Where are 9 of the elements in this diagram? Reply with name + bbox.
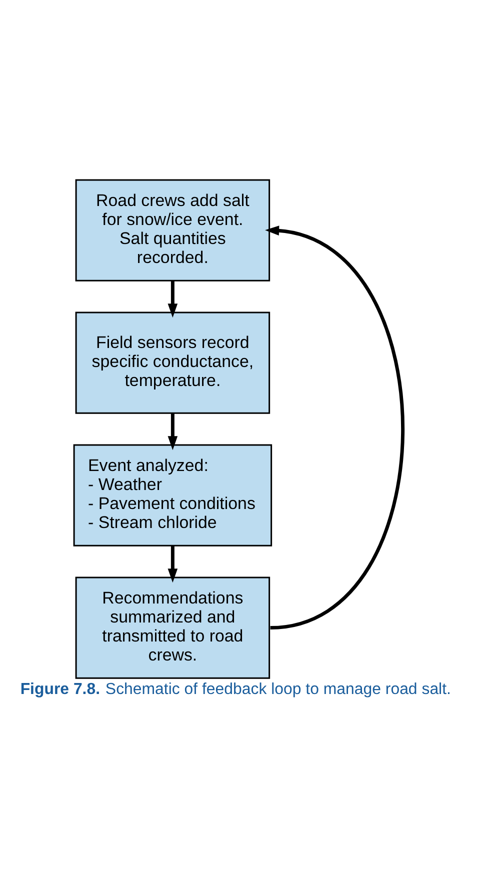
node-box: Road crews add salt for snow/ice event. Salt quantities recorded. xyxy=(75,179,270,282)
arrow xyxy=(168,413,178,450)
node-box: Field sensors record specific conductance, temperature. xyxy=(75,312,270,414)
arrow xyxy=(265,226,404,630)
caption: Figure 7.8. Schematic of feedback loop to manage road salt. xyxy=(20,680,451,698)
arrow xyxy=(168,280,178,318)
node-box: Recommendations summarized and transmitted to road crews. xyxy=(75,576,270,679)
arrow xyxy=(168,546,178,583)
node-box: Event analyzed: - Weather - Pavement conditions - Stream chloride xyxy=(73,444,272,546)
